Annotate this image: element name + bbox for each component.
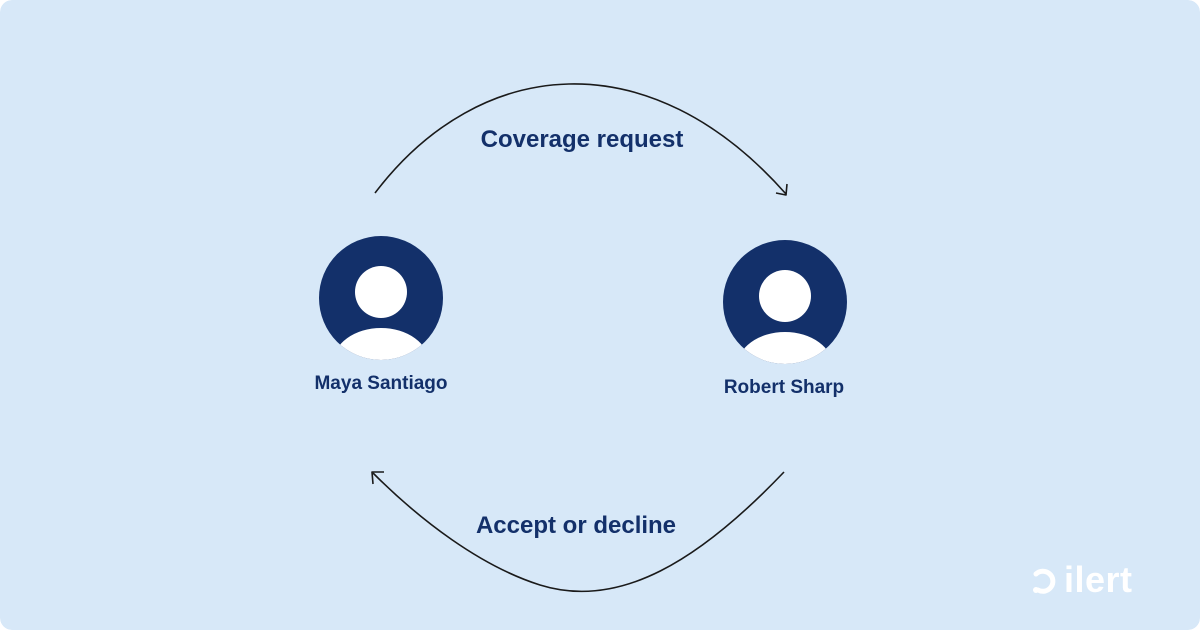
user-avatar-icon — [319, 236, 443, 360]
robert-sharp-name: Robert Sharp — [723, 377, 845, 398]
coverage-request-label: Coverage request — [480, 126, 684, 153]
avatar-body — [333, 328, 429, 360]
user-avatar-icon — [723, 240, 847, 364]
logo-text: ilert — [1064, 559, 1133, 600]
accept-or-decline-arrow — [372, 471, 785, 593]
avatar-head — [355, 266, 407, 318]
ilert-logo-icon — [1030, 562, 1060, 598]
avatar-head — [759, 270, 811, 322]
accept-or-decline-label: Accept or decline — [475, 512, 677, 539]
ilert-logo: ilert — [1030, 560, 1133, 600]
maya-santiago-name: Maya Santiago — [314, 373, 448, 394]
accept-or-decline-arrowhead — [371, 471, 384, 485]
coverage-request-arrow — [374, 83, 787, 195]
coverage-request-arrowhead — [775, 183, 788, 196]
avatar-body — [737, 332, 833, 364]
